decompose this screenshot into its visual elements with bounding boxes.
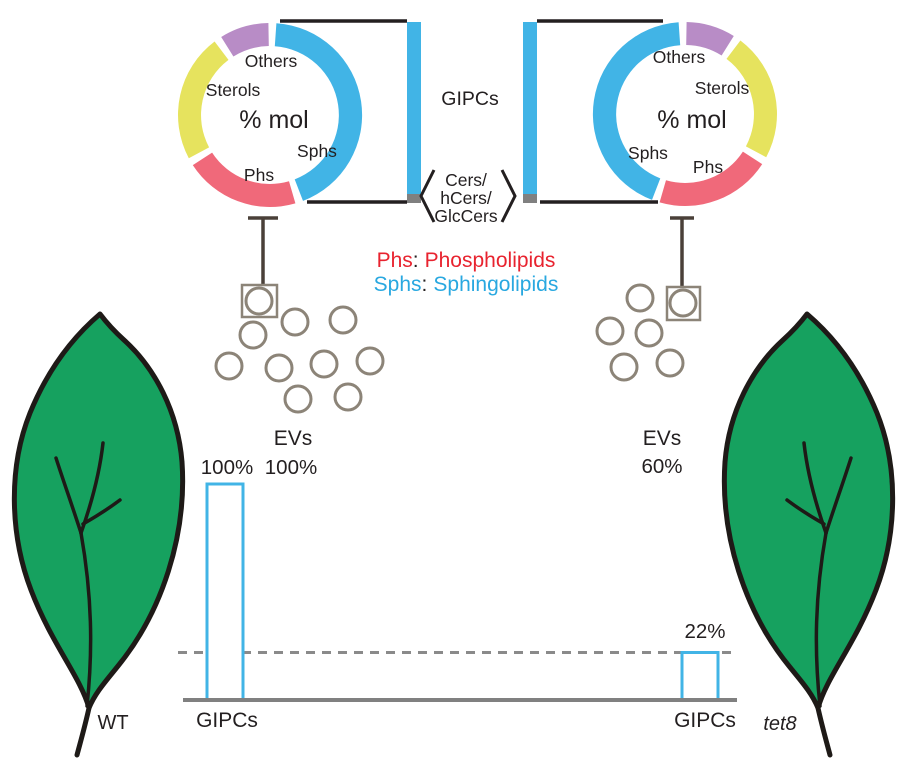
tet8-phs-label: Phs	[693, 157, 723, 177]
wt-pointer-connector	[248, 216, 278, 285]
ev-circle	[264, 353, 294, 383]
leaf-petiole	[74, 705, 92, 758]
tet8-plant-label: tet8	[763, 713, 796, 735]
tet8-leaf	[724, 314, 892, 755]
wt-plant-label: WT	[97, 712, 128, 734]
legend-colon: :	[422, 273, 428, 296]
tet8-donut-chart	[592, 22, 778, 206]
tet8-ev-cluster	[595, 283, 702, 382]
ev-circle	[595, 316, 625, 346]
legend-sphs-abbr: Sphs	[374, 273, 422, 296]
angle-bracket-right-icon	[500, 169, 517, 223]
legend-phs-abbr: Phs	[377, 249, 413, 272]
gipc-fraction-bar	[407, 22, 421, 194]
cers-label-line3: GlcCers	[434, 206, 497, 226]
wt-donut-center-label: % mol	[239, 106, 308, 134]
wt-gipc-bar-pct: 100%	[201, 456, 253, 479]
cers-label-line1: Cers/	[445, 170, 487, 190]
donut-segment-sphs	[274, 23, 363, 201]
wt-sterols-label: Sterols	[206, 80, 261, 100]
legend-sphs-name: Sphingolipids	[433, 273, 558, 296]
wt-evs-pct: 100%	[265, 456, 317, 479]
ev-circle	[634, 318, 664, 348]
ev-circle	[625, 283, 655, 313]
ev-circle	[609, 352, 639, 382]
ev-circle	[280, 307, 310, 337]
donut-segment-phs	[192, 152, 296, 207]
cers-fraction-bar	[407, 194, 421, 203]
ev-circle	[355, 346, 385, 376]
wt-leaf	[11, 311, 186, 758]
legend-phs-name: Phospholipids	[425, 249, 556, 272]
legend-sphingolipids: Sphs:Sphingolipids	[374, 273, 559, 296]
leaf-vein-branch	[54, 456, 83, 535]
leaf-vein-branch	[81, 498, 122, 526]
sphingolipid-stacked-bar-wt	[407, 22, 421, 203]
wt-donut-chart	[177, 23, 363, 207]
wt-others-label: Others	[245, 51, 298, 71]
wt-evs-label: EVs	[274, 427, 313, 450]
gipc-fraction-bar	[523, 22, 537, 194]
cers-label-line2: hCers/	[440, 188, 492, 208]
gipc-bar-chart	[205, 482, 720, 702]
gipcs-fraction-label: GIPCs	[441, 88, 499, 110]
tet8-gipc-bar-pct: 22%	[684, 620, 725, 643]
gipc-bar-tet8	[680, 651, 720, 702]
ev-highlight-box	[665, 285, 702, 322]
donut-segment-others	[221, 23, 269, 57]
ev-highlight-box	[240, 283, 279, 319]
wt-sphs-label: Sphs	[297, 141, 337, 161]
angle-bracket-left-icon	[419, 169, 436, 223]
ev-circle	[214, 351, 244, 381]
leaf-midvein	[79, 531, 93, 708]
tet8-sterols-label: Sterols	[695, 78, 750, 98]
wt-phs-label: Phs	[244, 165, 274, 185]
cers-fraction-bar	[523, 194, 537, 203]
tet8-pointer-connector	[670, 216, 694, 287]
wt-ev-cluster	[214, 283, 385, 414]
donut-segment-sphs	[592, 22, 681, 200]
leaf-veins	[54, 441, 122, 708]
donut-segment-others	[686, 22, 734, 56]
ev-circle	[309, 349, 339, 379]
sphingolipid-stacked-bar-tet8	[523, 22, 537, 203]
donut-segment-sterols	[177, 41, 229, 159]
ev-circle	[655, 348, 685, 378]
tet8-donut-center-label: % mol	[657, 106, 726, 134]
leaf-blade	[11, 311, 186, 711]
ev-circle	[328, 305, 358, 335]
donut-segment-phs	[659, 151, 763, 206]
wt-gipcs-axis-label: GIPCs	[196, 709, 258, 732]
donut-segment-sterols	[726, 40, 778, 158]
gipc-bar-wt	[205, 482, 245, 702]
tet8-evs-pct: 60%	[641, 455, 682, 478]
ev-circle-highlighted	[668, 288, 698, 318]
ev-circle	[238, 320, 268, 350]
tet8-evs-label: EVs	[643, 427, 682, 450]
legend-colon: :	[413, 249, 419, 272]
legend-phospholipids: Phs: Phospholipids	[377, 249, 556, 272]
ev-circle-highlighted	[244, 286, 274, 316]
tet8-others-label: Others	[653, 47, 706, 67]
ev-circle	[283, 384, 313, 414]
tet8-sphs-label: Sphs	[628, 143, 668, 163]
ev-circle	[333, 382, 363, 412]
tet8-gipcs-axis-label: GIPCs	[674, 709, 736, 732]
